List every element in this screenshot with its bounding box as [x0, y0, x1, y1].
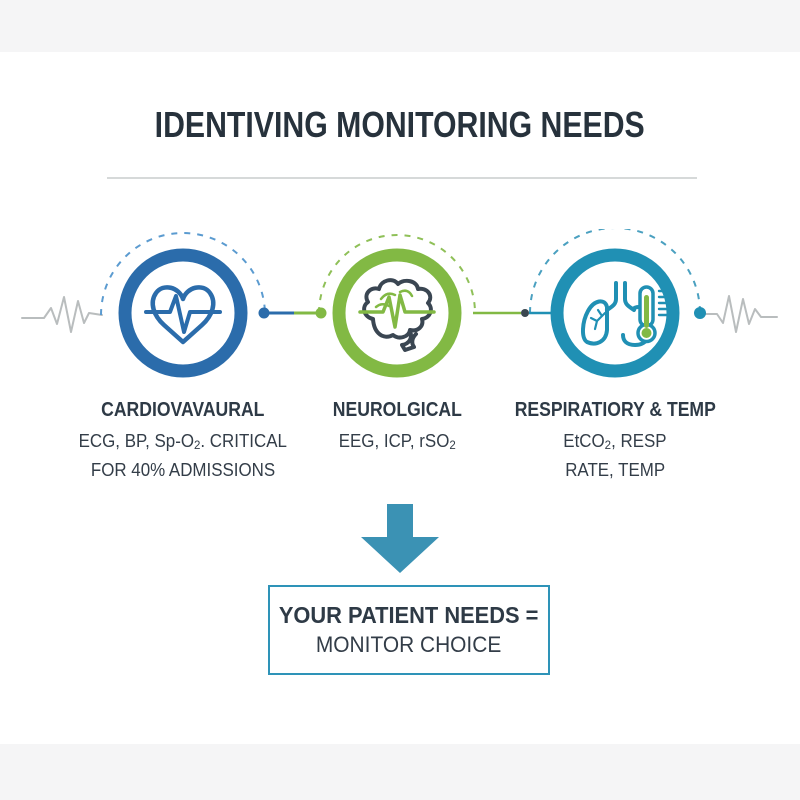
- bottom-margin-band: [0, 744, 800, 800]
- result-box: YOUR PATIENT NEEDS = MONITOR CHOICE: [268, 585, 550, 675]
- cardio-detail-line2: FOR 40% ADMISSIONS: [90, 460, 276, 481]
- left-waveform-icon: [21, 296, 103, 333]
- neuro-detail-line1: EEG, ICP, rSO2: [338, 431, 456, 453]
- right-waveform-icon: [704, 295, 778, 333]
- connector-green-dot: [315, 307, 327, 319]
- resp-detail-line2: RATE, TEMP: [565, 460, 665, 481]
- neuro-heading: NEUROLGICAL: [332, 399, 462, 421]
- cardio-heading: CARDIOVAVAURAL: [101, 399, 265, 421]
- resp-heading: RESPIRATIORY & TEMP: [514, 399, 716, 421]
- neuro-dashed-arc: [318, 234, 476, 314]
- monitoring-diagram: [21, 229, 778, 378]
- connector-blue-dot: [258, 307, 270, 319]
- resp-dashed-arc: [529, 229, 701, 314]
- resp-circle: [550, 248, 680, 378]
- page-title-text: IDENTIVING MONITORING NEEDS: [154, 104, 646, 145]
- result-line1: YOUR PATIENT NEEDS =: [279, 602, 539, 628]
- resp-column: RESPIRATIORY & TEMP EtCO2, RESP RATE, TE…: [485, 399, 745, 483]
- lungs-thermometer-icon: [581, 281, 669, 348]
- brain-ecg-icon: [358, 278, 436, 352]
- top-margin-band: [0, 0, 800, 52]
- connector-dark-dot: [521, 309, 529, 317]
- down-arrow-icon: [360, 504, 440, 574]
- neuro-column: NEUROLGICAL EEG, ICP, rSO2: [277, 399, 517, 458]
- resp-detail-line1: EtCO2, RESP: [563, 431, 667, 453]
- connector-teal-dot: [694, 307, 706, 319]
- title-divider: [107, 177, 697, 179]
- cardio-detail-line1: ECG, BP, Sp-O2. CRITICAL: [78, 431, 288, 453]
- result-line2: MONITOR CHOICE: [316, 632, 502, 657]
- cardio-column: CARDIOVAVAURAL ECG, BP, Sp-O2. CRITICAL …: [63, 399, 303, 483]
- heart-ecg-icon: [144, 285, 222, 345]
- page-title: IDENTIVING MONITORING NEEDS: [0, 104, 800, 146]
